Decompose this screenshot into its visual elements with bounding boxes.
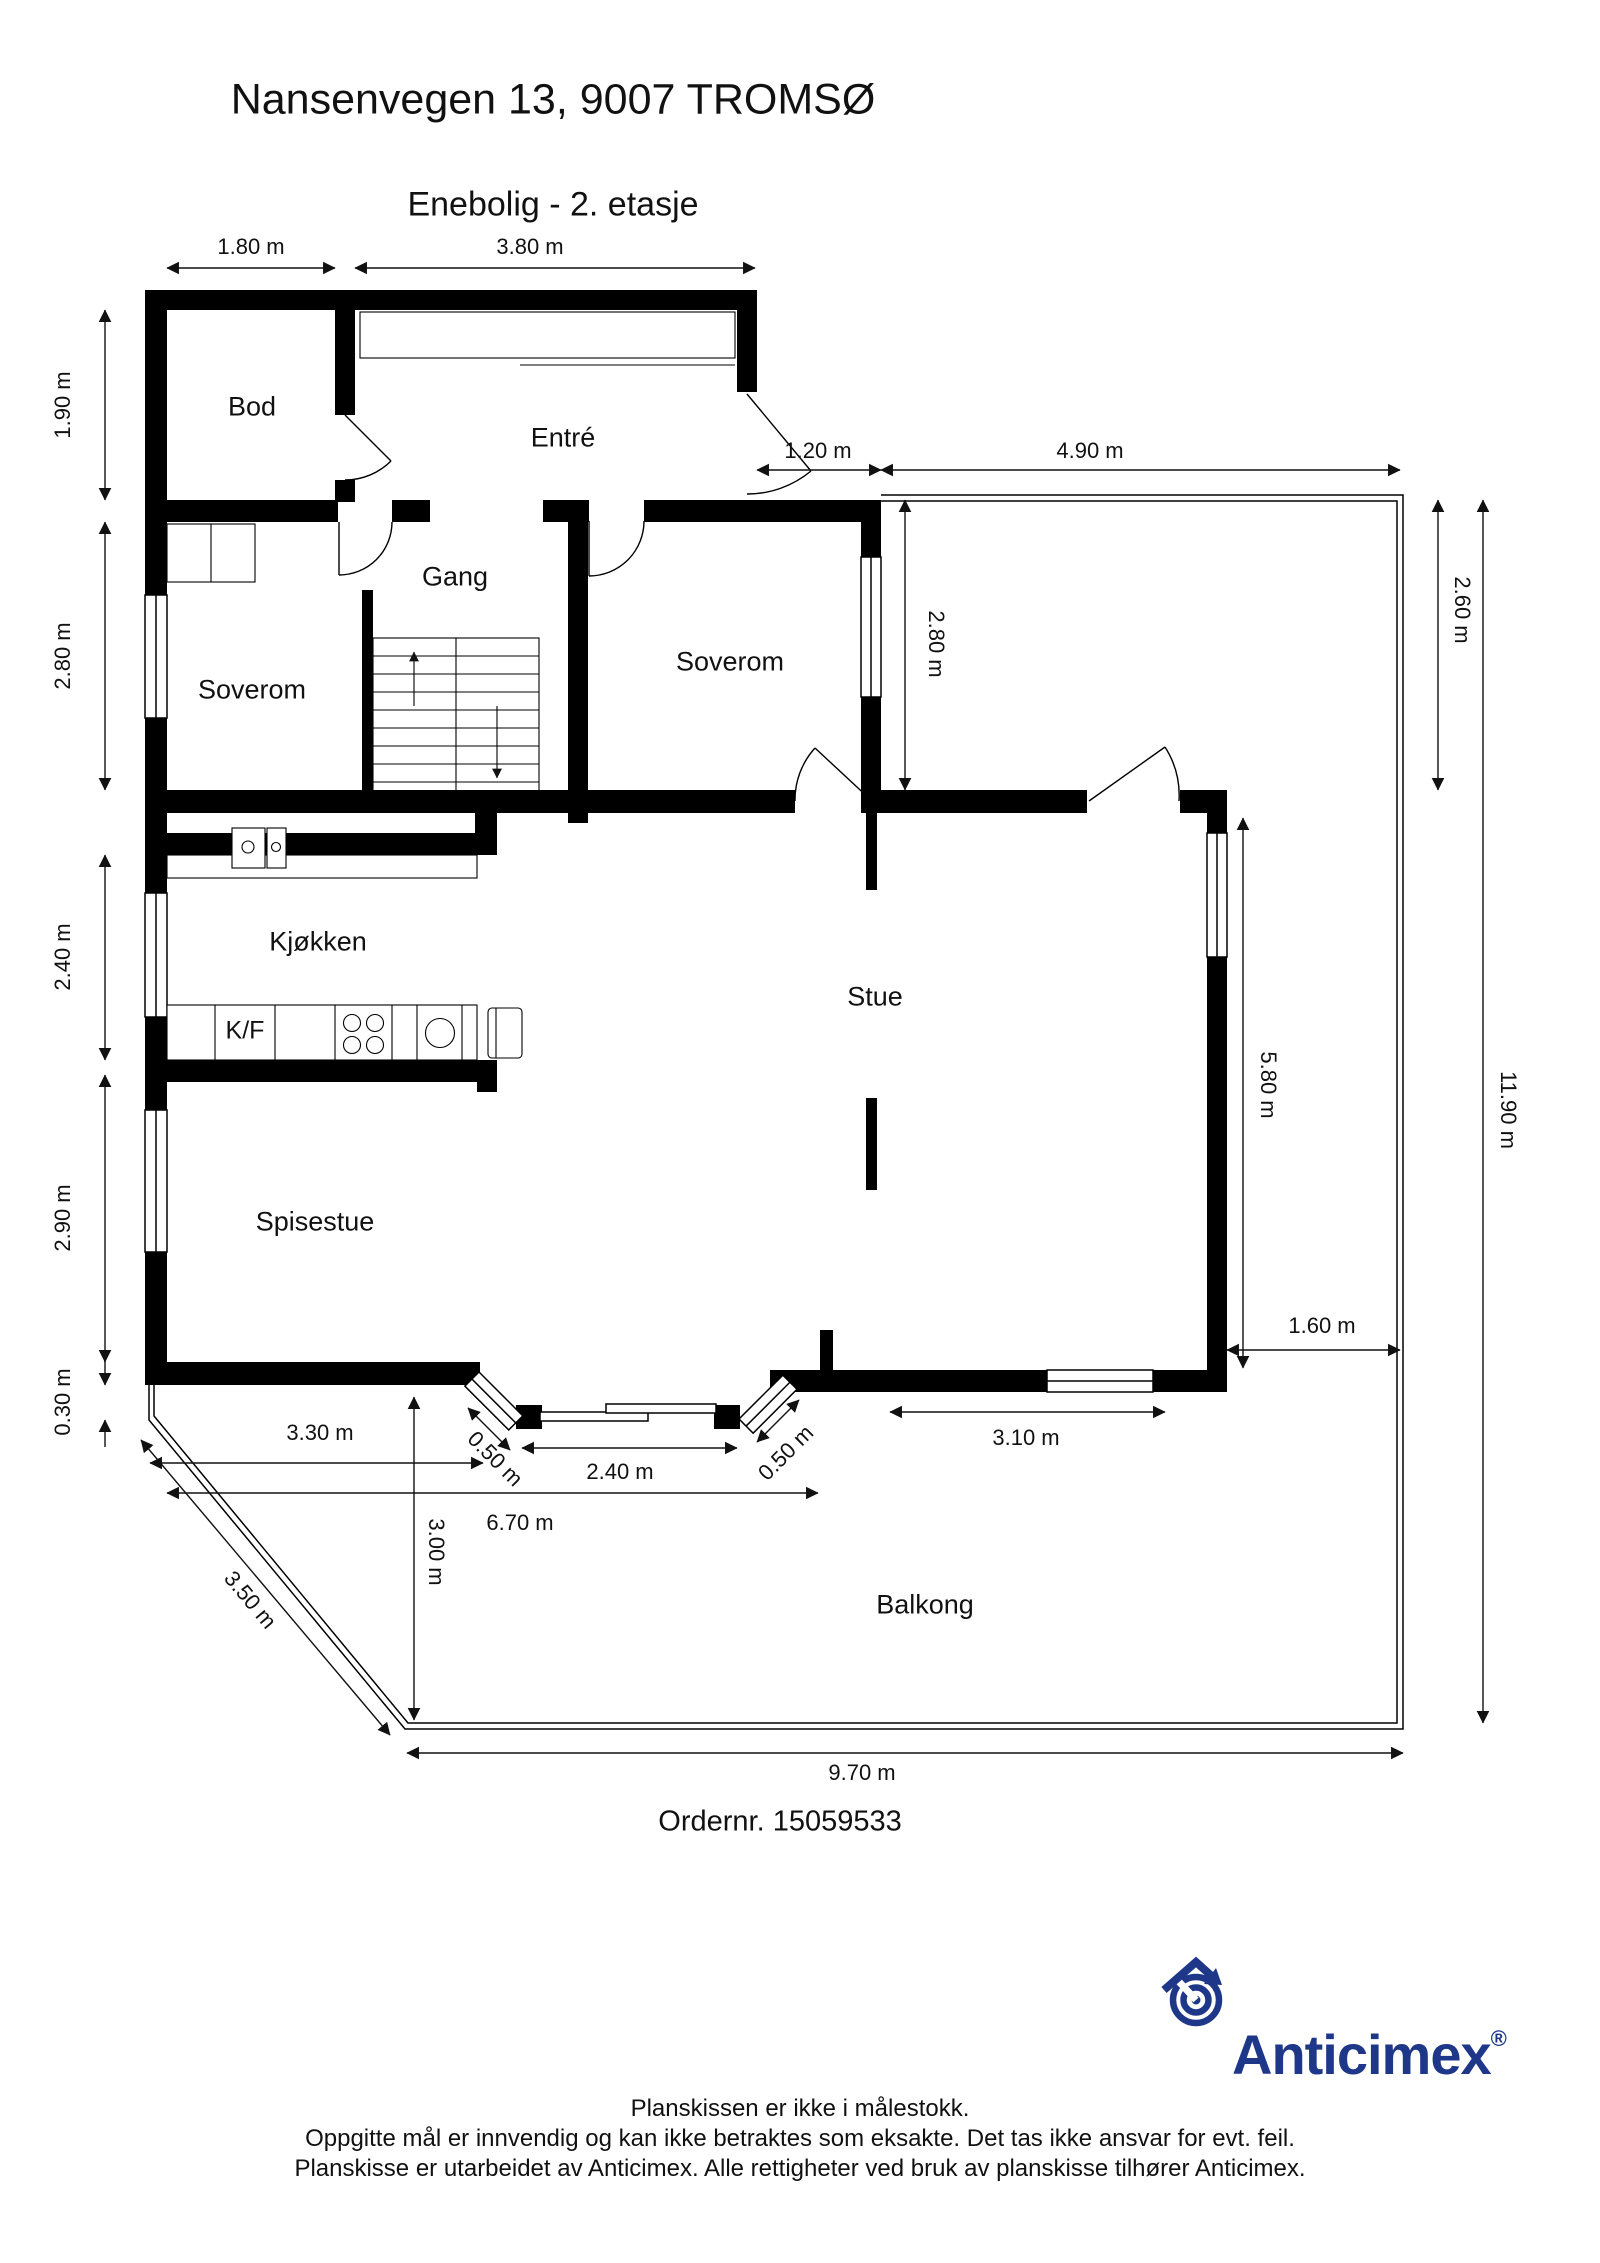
dim-label: 1.90 m: [50, 371, 75, 439]
dim-label: 2.80 m: [924, 610, 949, 678]
dim-label: 6.70 m: [486, 1510, 554, 1535]
kitchen-sink: [424, 1017, 456, 1049]
footer-line-2: Oppgitte mål er innvendig og kan ikke be…: [305, 2125, 1295, 2152]
anticimex-logo-icon: [1161, 1956, 1223, 2027]
dim-label: 11.90 m: [1496, 1071, 1521, 1149]
dim-label: 4.90 m: [1056, 438, 1124, 463]
dim-label: 3.00 m: [424, 1518, 449, 1586]
room-label-bod: Bod: [227, 391, 277, 422]
room-label-stue: Stue: [847, 981, 903, 1012]
room-label-kjokken: Kjøkken: [269, 926, 367, 957]
order-number: Ordernr. 15059533: [658, 1805, 902, 1838]
dim-label: 2.90 m: [50, 1184, 75, 1252]
windows-layer: [144, 556, 1228, 1435]
walls-layer: [145, 290, 1227, 1429]
room-label-spisestue: Spisestue: [255, 1206, 375, 1237]
footer-line-3: Planskisse er utarbeidet av Anticimex. A…: [294, 2155, 1306, 2182]
dim-label: 3.80 m: [496, 234, 564, 259]
bay-window-left: [463, 1370, 524, 1432]
footer-disclaimer: Planskissen er ikke i målestokk. Oppgitt…: [0, 2094, 1600, 2184]
stairs: [372, 637, 540, 801]
wardrobes: [166, 311, 736, 583]
page-title: Nansenvegen 13, 9007 TROMSØ: [230, 75, 876, 124]
balcony-railing: [148, 494, 1404, 1730]
room-label-soverom-2: Soverom: [675, 646, 785, 677]
dim-label: 2.80 m: [50, 622, 75, 690]
dim-label: 5.80 m: [1256, 1051, 1281, 1119]
sliding-door: [539, 1403, 717, 1422]
room-label-entre: Entré: [530, 422, 596, 453]
stove-burners: [342, 1013, 385, 1055]
dim-label: 3.10 m: [992, 1425, 1060, 1450]
dimension-lines: [98, 261, 1490, 1760]
anticimex-logo-text: Anticimex®: [1232, 2022, 1507, 2087]
registered-mark: ®: [1490, 2026, 1507, 2051]
footer-line-1: Planskissen er ikke i målestokk.: [630, 2095, 970, 2122]
dim-label: 1.20 m: [784, 438, 852, 463]
dim-label: 1.60 m: [1288, 1313, 1356, 1338]
appliance: [487, 1007, 523, 1059]
room-label-gang: Gang: [421, 561, 489, 592]
bay-window-right: [737, 1374, 799, 1435]
dim-label: 0.30 m: [50, 1368, 75, 1436]
dim-label: 2.40 m: [586, 1459, 654, 1484]
kitchen-fixtures: [166, 827, 523, 1061]
page-subtitle: Enebolig - 2. etasje: [407, 185, 699, 224]
dim-label: 3.30 m: [286, 1420, 354, 1445]
dim-label: 2.60 m: [1450, 576, 1475, 644]
room-label-soverom-1: Soverom: [197, 674, 307, 705]
dim-label: 1.80 m: [217, 234, 285, 259]
dim-label: 9.70 m: [828, 1760, 896, 1785]
brand-name: Anticimex: [1232, 2023, 1492, 2086]
fixture-label-fridge-freezer: K/F: [225, 1016, 265, 1045]
dim-label: 2.40 m: [50, 923, 75, 991]
doors-layer: [338, 393, 1180, 802]
room-label-balkong: Balkong: [876, 1589, 974, 1620]
